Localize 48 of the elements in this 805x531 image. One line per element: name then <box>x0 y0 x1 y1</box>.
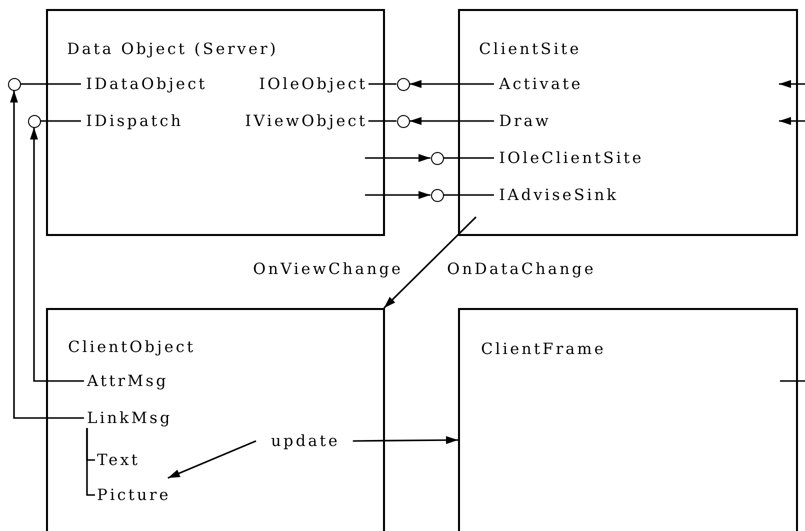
arrow <box>30 128 84 382</box>
arrow <box>365 191 430 199</box>
component-box <box>458 308 798 531</box>
interface-circle <box>430 152 444 164</box>
component-box <box>458 9 798 236</box>
arrow <box>410 117 494 125</box>
connector-line <box>368 83 396 85</box>
event-label: OnDataChange <box>447 259 596 279</box>
component-box <box>46 9 385 236</box>
interface-label: update <box>270 431 341 451</box>
interface-label: Activate <box>498 74 584 94</box>
interface-label: IOleObject <box>258 74 368 94</box>
interface-label: Draw <box>498 111 552 131</box>
interface-circle <box>28 114 40 128</box>
component-box <box>46 308 385 531</box>
interface-circle <box>8 78 20 90</box>
interface-circle <box>396 114 410 128</box>
box-title: ClientFrame <box>481 339 606 359</box>
interface-label: IDispatch <box>85 111 184 131</box>
interface-label: Picture <box>96 485 172 505</box>
interface-circle <box>430 188 444 202</box>
arrow <box>383 216 477 309</box>
arrow <box>168 440 256 479</box>
arrow <box>352 436 458 444</box>
interface-label: AttrMsg <box>86 371 170 391</box>
interface-label: Text <box>96 450 141 470</box>
connector-line <box>86 428 95 496</box>
box-title: ClientSite <box>479 39 582 59</box>
connector-line <box>780 380 805 382</box>
interface-label: IDataObject <box>85 74 208 94</box>
connector-line <box>368 120 396 122</box>
box-title: Data Object (Server) <box>67 39 278 59</box>
interface-circle <box>396 78 410 90</box>
arrow <box>779 80 805 88</box>
arrow <box>10 90 84 419</box>
interface-label: IAdviseSink <box>498 185 620 205</box>
box-title: ClientObject <box>68 337 196 357</box>
connector-line <box>444 194 494 196</box>
arrow <box>779 117 805 125</box>
interface-label: IViewObject <box>244 111 368 131</box>
interface-label: IOleClientSite <box>498 148 645 168</box>
connector-line <box>40 120 81 122</box>
arrow <box>410 80 494 88</box>
event-label: OnViewChange <box>253 259 403 279</box>
interface-label: LinkMsg <box>86 408 174 428</box>
arrow <box>365 154 430 162</box>
connector-line <box>444 157 494 159</box>
connector-line <box>20 83 81 85</box>
